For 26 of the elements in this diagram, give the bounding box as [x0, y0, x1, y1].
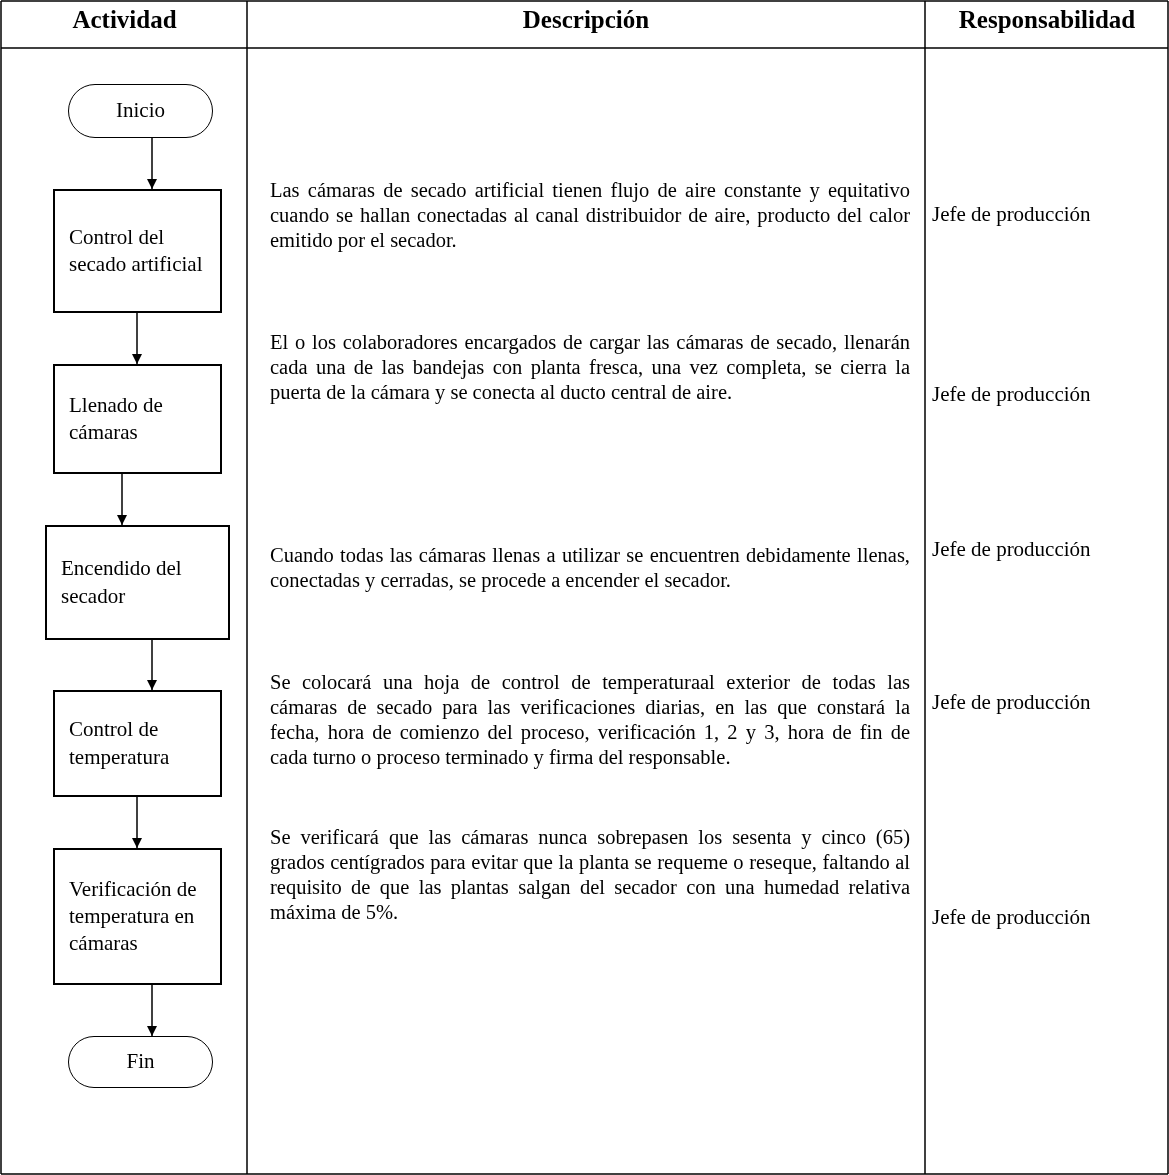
arrow	[131, 796, 143, 849]
responsibility-text: Jefe de producción	[932, 537, 1092, 562]
process-box: Control de temperatura	[53, 690, 222, 797]
process-box: Encendido del secador	[45, 525, 230, 640]
column-header: Responsabilidad	[957, 6, 1137, 34]
arrow	[131, 312, 143, 365]
arrow	[116, 473, 128, 526]
process-box: Llenado de cámaras	[53, 364, 222, 474]
responsibility-text: Jefe de producción	[932, 202, 1092, 227]
terminal-shape: Fin	[68, 1036, 213, 1088]
arrow	[146, 639, 158, 691]
terminal-shape: Inicio	[68, 84, 213, 138]
responsibility-text: Jefe de producción	[932, 905, 1092, 930]
process-box: Verificación de temperatura en cámaras	[53, 848, 222, 985]
arrow	[146, 137, 158, 190]
description-text: Las cámaras de secado artificial tienen flujo de aire constante y equitativo cuando se hallan conectadas al canal distribuidor de aire, producto del calor emitido por el secador.	[270, 178, 910, 253]
description-text: Se verificará que las cámaras nunca sobrepasen los sesenta y cinco (65) grados centígrados para evitar que la planta se requeme o reseque, faltando al requisito de que las plantas salgan del secador con una humedad relativa máxima de 5%.	[270, 825, 910, 925]
column-header: Actividad	[71, 6, 178, 34]
description-text: El o los colaboradores encargados de cargar las cámaras de secado, llenarán cada una de las bandejas con planta fresca, una vez completa, se cierra la puerta de la cámara y se conecta al ducto central de aire.	[270, 330, 910, 405]
column-header: Descripción	[521, 6, 651, 34]
description-text: Se colocará una hoja de control de temperaturaal exterior de todas las cámaras de secado para las verificaciones diarias, en las que constará la fecha, hora de comienzo del proceso, verificación 1, 2 y 3, hora de fin de cada turno o proceso terminado y firma del responsable.	[270, 670, 910, 770]
description-text: Cuando todas las cámaras llenas a utilizar se encuentren debidamente llenas, conectadas y cerradas, se procede a encender el secador.	[270, 543, 910, 593]
arrow	[146, 984, 158, 1037]
process-box: Control del secado artificial	[53, 189, 222, 313]
responsibility-text: Jefe de producción	[932, 382, 1092, 407]
responsibility-text: Jefe de producción	[932, 690, 1092, 715]
